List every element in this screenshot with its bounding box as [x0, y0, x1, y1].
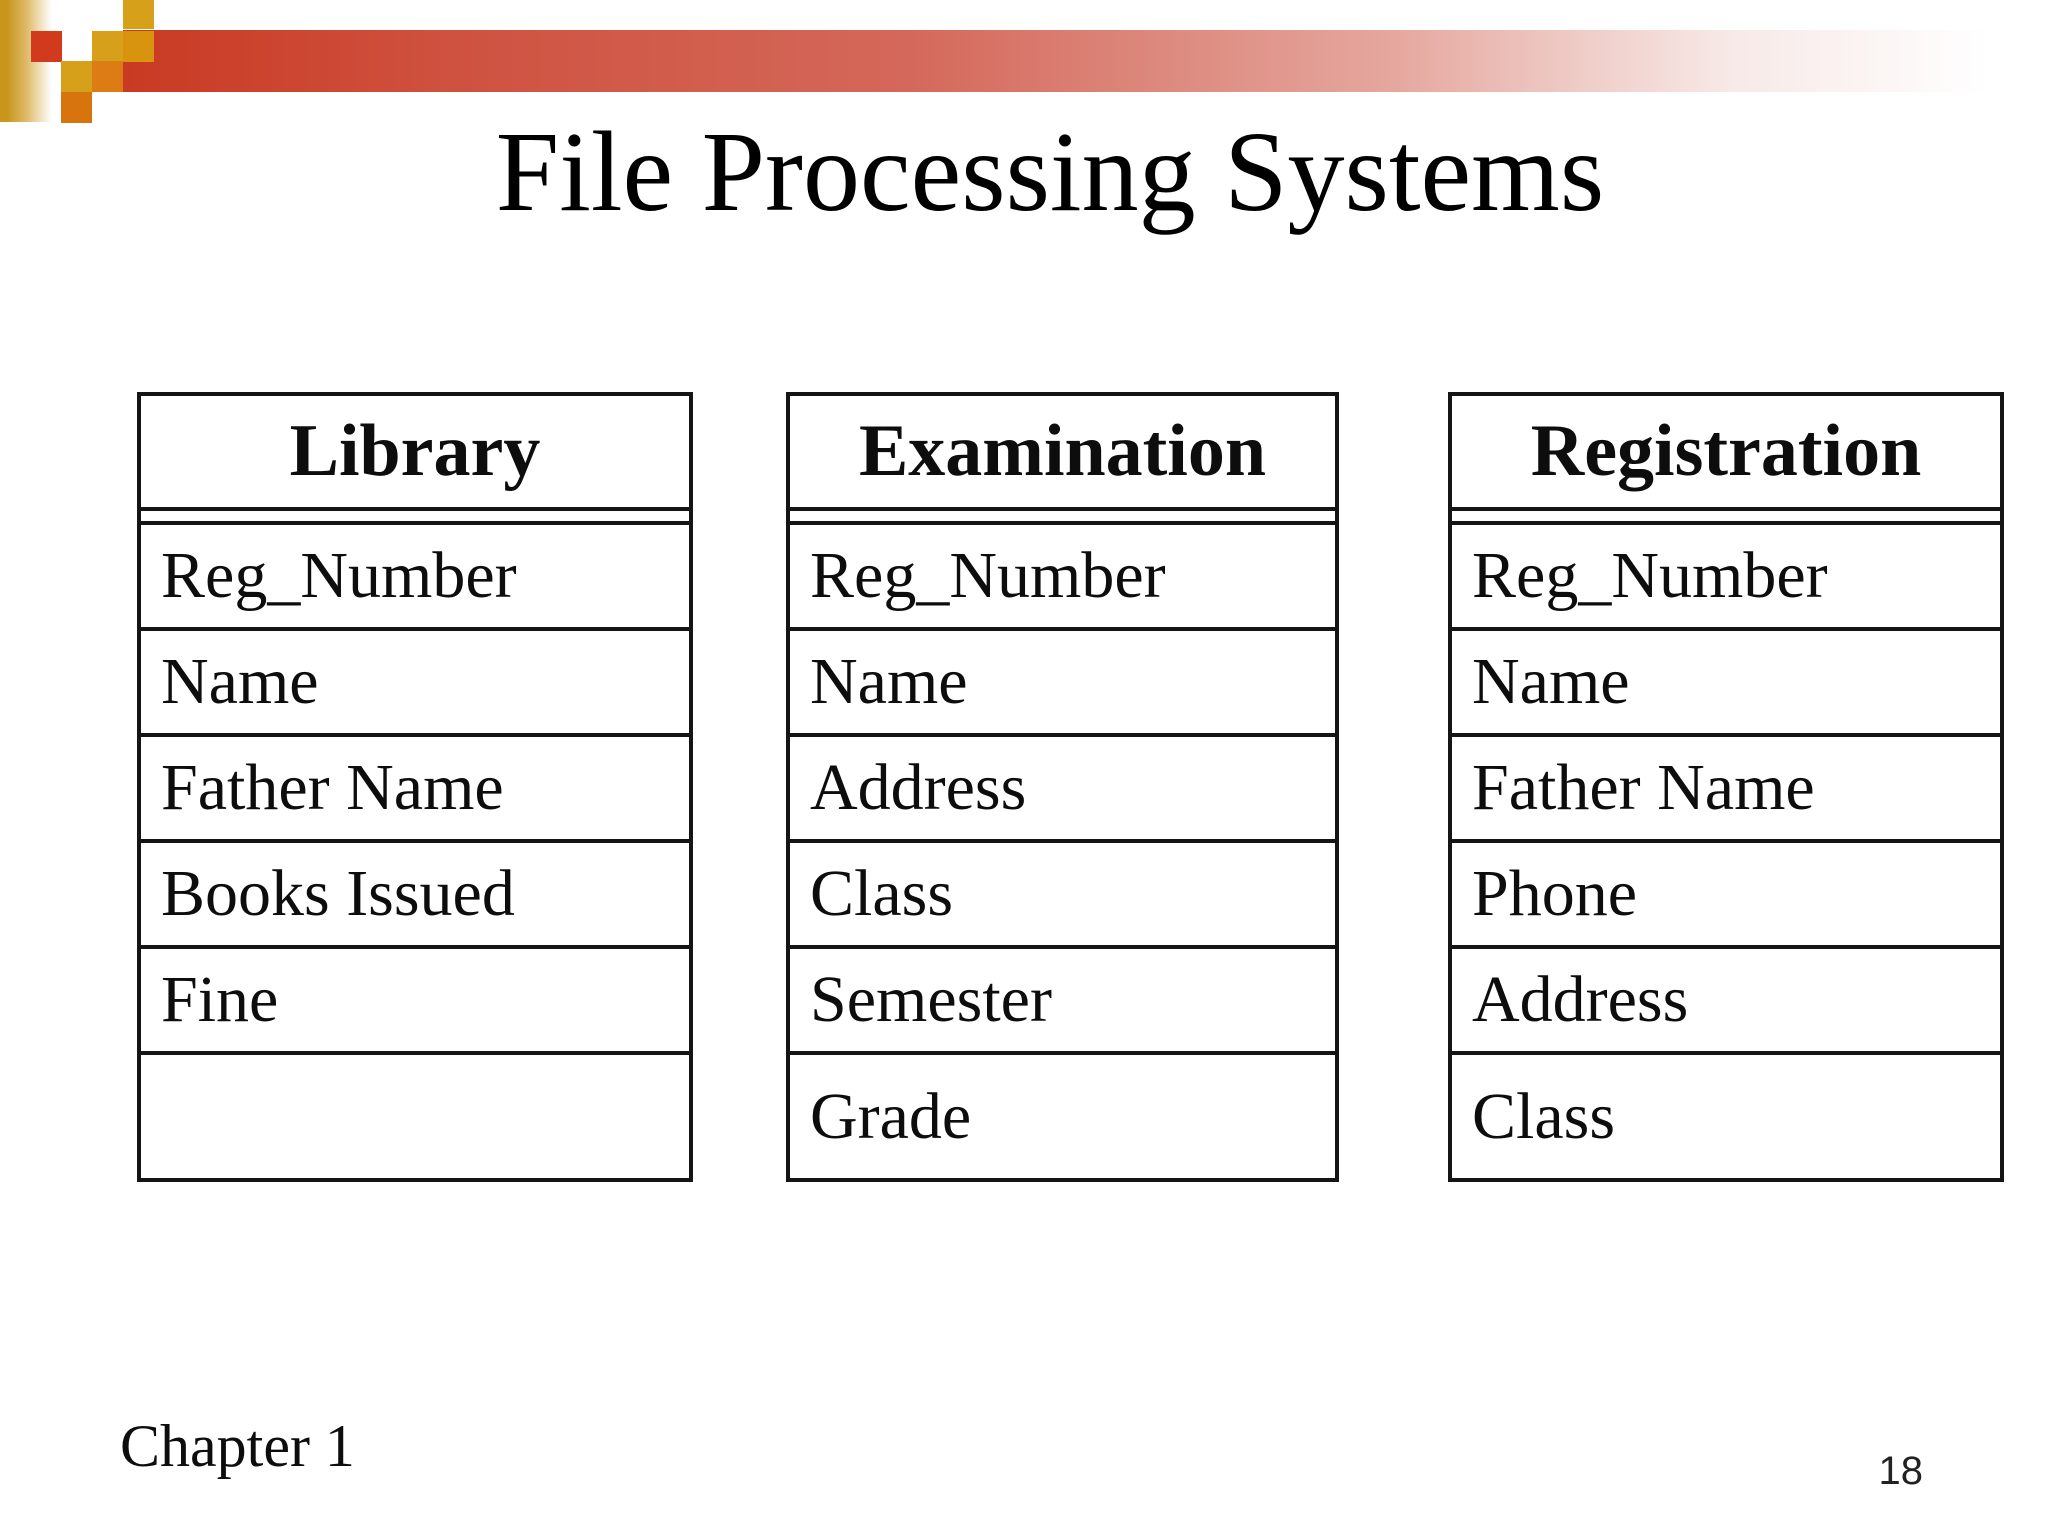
table-row: Reg_Number: [790, 525, 1335, 631]
decor-square-gold-2: [61, 61, 92, 92]
table-header-gap: [790, 511, 1335, 525]
table-examination-header: Examination: [790, 396, 1335, 511]
decor-square-gold-top: [123, 0, 154, 29]
chapter-label: Chapter 1: [120, 1413, 355, 1479]
table-row: Semester: [790, 949, 1335, 1055]
table-row: Grade: [810, 1079, 972, 1153]
table-row: Father Name: [1452, 737, 2000, 843]
table-row: Name: [790, 631, 1335, 737]
slide-title: File Processing Systems: [495, 108, 1605, 235]
decor-square-red: [31, 31, 62, 62]
decor-square-orange: [92, 61, 123, 92]
table-examination: Examination Reg_Number Name Address Clas…: [786, 392, 1339, 1182]
table-row: Father Name: [141, 737, 689, 843]
table-row: Class: [790, 843, 1335, 949]
table-row: Address: [790, 737, 1335, 843]
table-registration: Registration Reg_Number Name Father Name…: [1448, 392, 2004, 1182]
table-row: Reg_Number: [141, 525, 689, 631]
table-header-gap: [1452, 511, 2000, 525]
table-header-gap: [141, 511, 689, 525]
page-number: 18: [1878, 1449, 1924, 1493]
table-registration-header: Registration: [1452, 396, 2000, 511]
table-row: Reg_Number: [1452, 525, 2000, 631]
table-row-empty: [141, 1055, 689, 1178]
table-row: Name: [141, 631, 689, 737]
decor-square-orange-deep: [61, 92, 92, 123]
table-row: Fine: [141, 949, 689, 1055]
decor-square-ochre: [123, 31, 154, 62]
table-row: Address: [1452, 949, 2000, 1055]
table-row: Books Issued: [141, 843, 689, 949]
table-row: Phone: [1452, 843, 2000, 949]
table-row: Class: [1472, 1079, 1616, 1153]
table-row: Name: [1452, 631, 2000, 737]
top-gradient-bar: [123, 30, 1990, 92]
decor-square-gold: [92, 31, 123, 62]
table-library-header: Library: [141, 396, 689, 511]
table-library: Library Reg_Number Name Father Name Book…: [137, 392, 693, 1182]
